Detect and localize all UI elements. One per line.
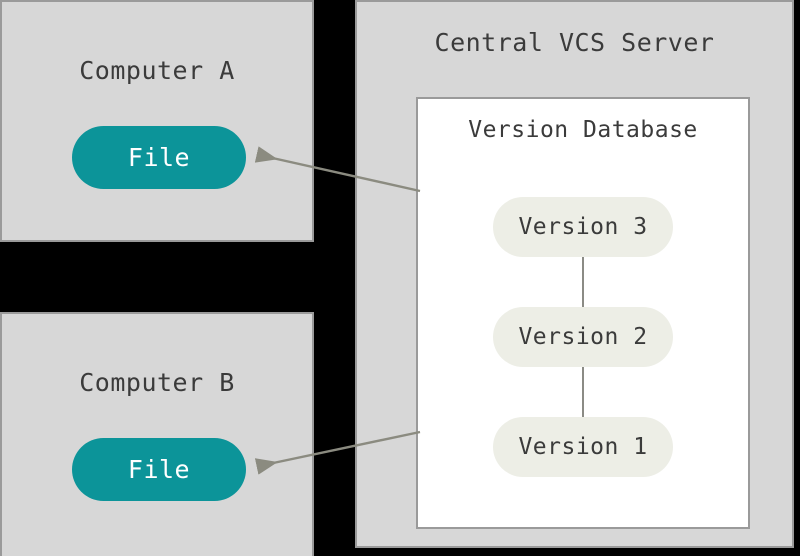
version-node-1[interactable]: Version 1	[493, 417, 673, 477]
version-database-title: Version Database	[468, 117, 698, 143]
computer-a-file-node[interactable]: File	[72, 126, 246, 189]
version-node-3[interactable]: Version 3	[493, 197, 673, 257]
server-title: Central VCS Server	[434, 28, 715, 57]
panel-computer-b: Computer B File	[0, 312, 314, 556]
version-database-box: Version Database Version 3 Version 2 Ver…	[416, 97, 750, 529]
computer-b-file-node[interactable]: File	[72, 438, 246, 501]
panel-central-vcs-server: Central VCS Server Version Database Vers…	[355, 0, 794, 548]
version-link-3-2	[582, 257, 584, 307]
version-stack: Version 3 Version 2 Version 1	[418, 197, 748, 477]
computer-b-title: Computer B	[79, 368, 235, 397]
panel-computer-a: Computer A File	[0, 0, 314, 242]
version-link-2-1	[582, 367, 584, 417]
version-node-2[interactable]: Version 2	[493, 307, 673, 367]
computer-a-title: Computer A	[79, 56, 235, 85]
